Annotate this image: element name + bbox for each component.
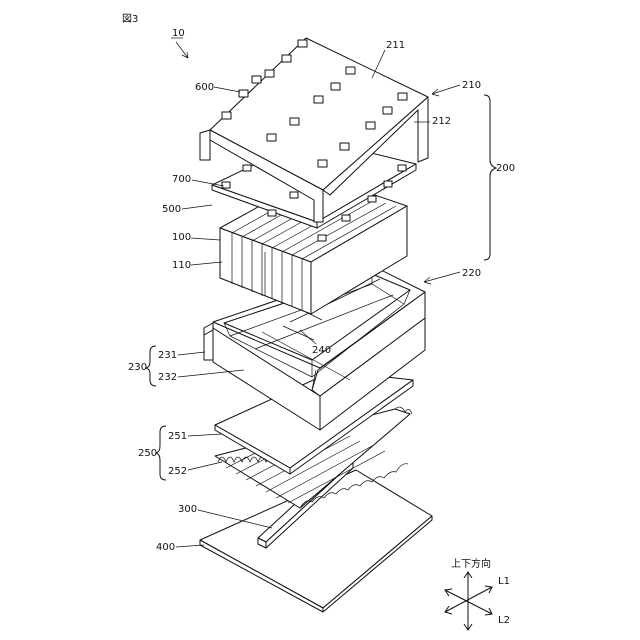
- label-232: 232: [158, 372, 177, 383]
- label-231: 231: [158, 350, 177, 361]
- label-assembly-10: 10: [172, 28, 185, 39]
- label-300: 300: [178, 504, 197, 515]
- label-212: 212: [432, 116, 451, 127]
- label-252: 252: [168, 466, 187, 477]
- label-240: 240: [312, 345, 331, 356]
- label-251: 251: [168, 431, 187, 442]
- label-210: 210: [462, 80, 481, 91]
- label-250: 250: [138, 448, 157, 459]
- bracket-250: [156, 426, 166, 480]
- figure-title: 図3: [122, 13, 138, 25]
- label-211: 211: [386, 40, 405, 51]
- direction-vertical-label: 上下方向: [451, 557, 491, 570]
- label-110: 110: [172, 260, 191, 271]
- label-220: 220: [462, 268, 481, 279]
- label-700: 700: [172, 174, 191, 185]
- leader-10: [176, 42, 188, 58]
- direction-indicator: 上下方向 L1 L2: [445, 557, 510, 630]
- bracket-200: [484, 95, 496, 260]
- direction-l2-label: L2: [498, 615, 510, 626]
- label-600: 600: [195, 82, 214, 93]
- label-100: 100: [172, 232, 191, 243]
- label-500: 500: [162, 204, 181, 215]
- label-230: 230: [128, 362, 147, 373]
- label-400: 400: [156, 542, 175, 553]
- bracket-230: [146, 346, 156, 386]
- direction-l1-label: L1: [498, 576, 510, 587]
- label-200: 200: [496, 163, 515, 174]
